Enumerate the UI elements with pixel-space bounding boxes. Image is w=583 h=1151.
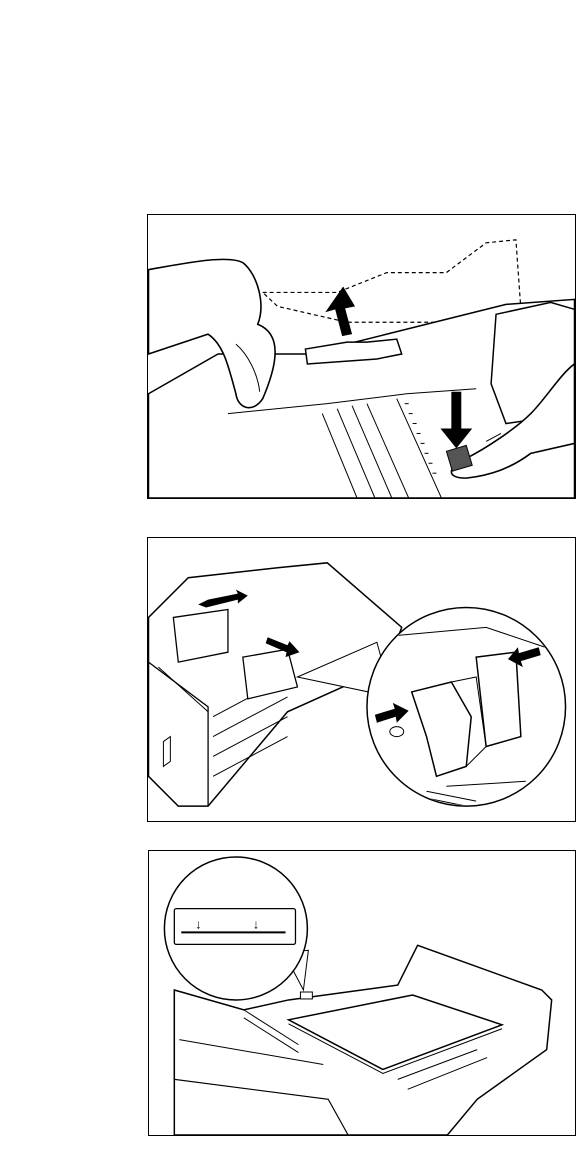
up-arrow-icon [325,286,355,336]
figure-lift-guide [147,214,576,499]
fill-limit-label-box [174,909,295,945]
lift-guide-illustration [148,215,575,498]
paper-loaded-illustration: ↓ ↓ [149,851,575,1135]
fill-limit-marker [300,992,312,999]
fill-limit-arrow-right: ↓ [253,916,259,931]
adjust-guides-illustration [148,538,575,821]
fill-limit-arrow-left: ↓ [195,916,201,931]
figure-paper-loaded: ↓ ↓ [148,850,576,1136]
figure-adjust-guides [147,537,576,822]
